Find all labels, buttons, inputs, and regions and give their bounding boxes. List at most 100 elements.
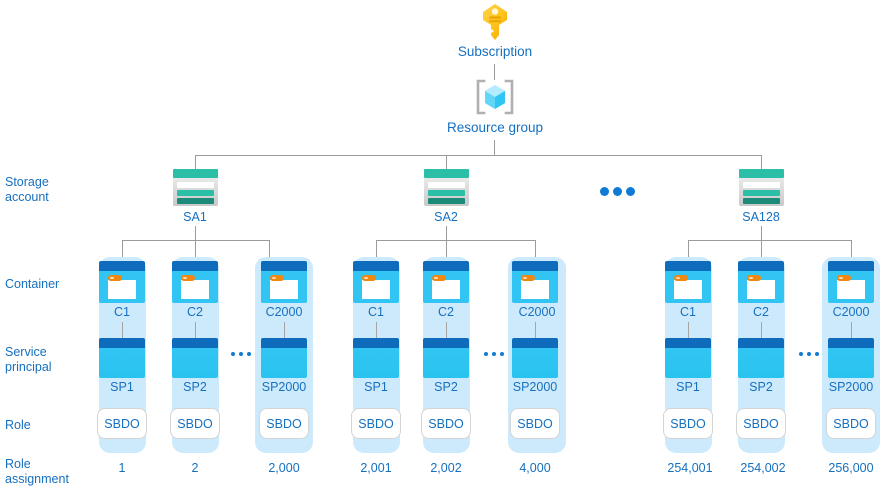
resource-group-label: Resource group (446, 120, 544, 135)
service-principal-caption: SP1 (364, 380, 388, 394)
role-assignment-count: 4,000 (519, 461, 551, 475)
service-principal-icon (423, 338, 469, 378)
connector-sa1-down (195, 226, 196, 240)
row-label-container: Container (5, 277, 60, 291)
connector-container-to-sp (851, 322, 852, 339)
role-assignment-count: 256,000 (828, 461, 874, 475)
role-box[interactable]: SBDO (421, 408, 471, 439)
service-principal-icon (665, 338, 711, 378)
service-principal-caption: SP2000 (828, 380, 874, 394)
service-principal-caption: SP2 (183, 380, 207, 394)
connector-container-to-sp (688, 322, 689, 339)
service-principal-icon (261, 338, 307, 378)
role-assignment-count: 254,002 (740, 461, 786, 475)
container-caption: C1 (114, 305, 130, 319)
role-assignment-count: 1 (118, 461, 126, 475)
container-icon (99, 261, 145, 303)
row-label-storage-account: Storage account (5, 175, 49, 204)
container-icon (665, 261, 711, 303)
role-assignment-count: 2,002 (430, 461, 462, 475)
connector-sa2-col1 (376, 240, 377, 262)
storage-account-caption: SA2 (434, 210, 458, 224)
connector-sa1-col2 (195, 240, 196, 262)
row-label-service-principal: Service principal (5, 345, 52, 374)
container-caption: C1 (368, 305, 384, 319)
connector-container-to-sp (761, 322, 762, 339)
connector-trunk-to-sa1 (195, 155, 196, 169)
service-principal-icon (828, 338, 874, 378)
connector-sa128-col3 (851, 240, 852, 262)
container-icon (512, 261, 558, 303)
container-icon (172, 261, 218, 303)
container-icon (261, 261, 307, 303)
connector-sa128-col1 (688, 240, 689, 262)
role-assignment-count: 2,001 (360, 461, 392, 475)
cube-icon (473, 76, 517, 116)
connector-container-to-sp (122, 322, 123, 339)
role-box[interactable]: SBDO (170, 408, 220, 439)
role-box[interactable]: SBDO (663, 408, 713, 439)
service-principal-caption: SP2000 (261, 380, 307, 394)
service-principal-icon (512, 338, 558, 378)
container-caption: C2 (438, 305, 454, 319)
ellipsis-in-group (799, 352, 819, 356)
connector-rg-to-trunk (494, 140, 495, 156)
ellipsis-between-groups (600, 187, 635, 196)
connector-subscription-to-rg (494, 64, 495, 80)
container-caption: C2000 (832, 305, 870, 319)
role-box[interactable]: SBDO (97, 408, 147, 439)
service-principal-caption: SP2000 (512, 380, 558, 394)
container-caption: C2 (753, 305, 769, 319)
container-icon (828, 261, 874, 303)
row-label-role: Role (5, 418, 31, 432)
storage-account-caption: SA1 (183, 210, 207, 224)
connector-sa2-col3 (535, 240, 536, 262)
container-caption: C1 (680, 305, 696, 319)
connector-sa2-col2 (446, 240, 447, 262)
connector-container-to-sp (535, 322, 536, 339)
storage-account-icon (739, 169, 784, 206)
row-label-role-assignment: Role assignment (5, 457, 69, 486)
connector-sa2-fanout (376, 240, 535, 241)
service-principal-caption: SP1 (676, 380, 700, 394)
connector-sa2-down (446, 226, 447, 240)
connector-sa1-col3 (269, 240, 270, 262)
connector-container-to-sp (195, 322, 196, 339)
connector-sa128-down (761, 226, 762, 240)
connector-container-to-sp (284, 322, 285, 339)
connector-sa128-col2 (761, 240, 762, 262)
storage-account-icon (424, 169, 469, 206)
role-assignment-count: 2,000 (268, 461, 300, 475)
storage-account-icon (173, 169, 218, 206)
key-icon (478, 3, 512, 43)
connector-container-to-sp (446, 322, 447, 339)
service-principal-icon (172, 338, 218, 378)
connector-container-to-sp (376, 322, 377, 339)
container-caption: C2 (187, 305, 203, 319)
container-icon (738, 261, 784, 303)
service-principal-icon (738, 338, 784, 378)
role-assignment-count: 254,001 (667, 461, 713, 475)
role-box[interactable]: SBDO (510, 408, 560, 439)
service-principal-caption: SP1 (110, 380, 134, 394)
service-principal-caption: SP2 (434, 380, 458, 394)
service-principal-caption: SP2 (749, 380, 773, 394)
container-icon (353, 261, 399, 303)
ellipsis-in-group (231, 352, 251, 356)
container-icon (423, 261, 469, 303)
trunk-horizontal-line (195, 155, 762, 156)
role-assignment-count: 2 (191, 461, 199, 475)
container-caption: C2000 (518, 305, 556, 319)
connector-sa1-col1 (122, 240, 123, 262)
role-box[interactable]: SBDO (826, 408, 876, 439)
connector-trunk-to-sa128 (761, 155, 762, 169)
role-box[interactable]: SBDO (351, 408, 401, 439)
role-box[interactable]: SBDO (736, 408, 786, 439)
role-box[interactable]: SBDO (259, 408, 309, 439)
connector-trunk-to-sa2 (446, 155, 447, 169)
ellipsis-in-group (484, 352, 504, 356)
service-principal-icon (353, 338, 399, 378)
service-principal-icon (99, 338, 145, 378)
container-caption: C2000 (265, 305, 303, 319)
